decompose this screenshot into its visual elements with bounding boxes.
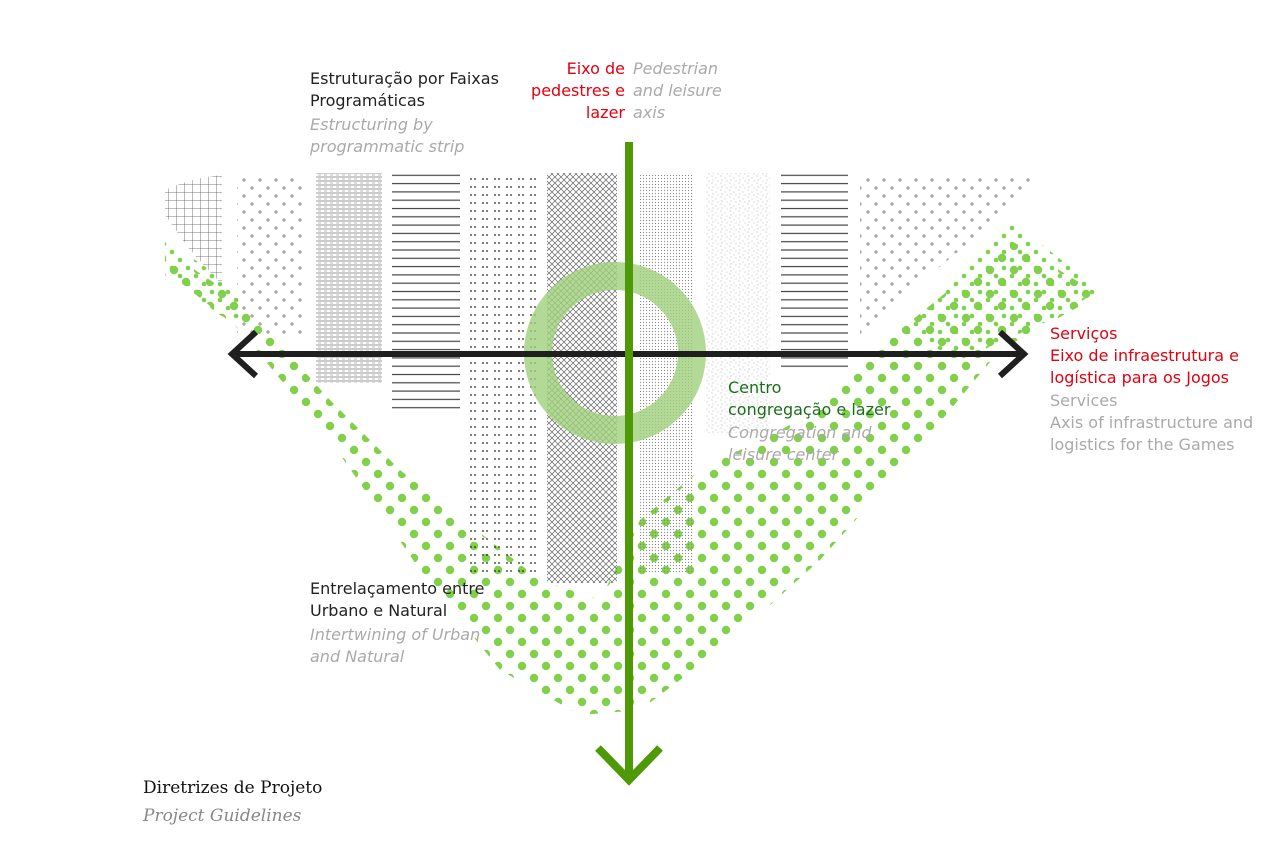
strip-crosshatch bbox=[547, 173, 617, 583]
strip-plus bbox=[237, 175, 303, 335]
strip-grid bbox=[165, 175, 222, 285]
natural-green-area-right bbox=[900, 220, 1100, 360]
natural-green-area-small bbox=[165, 240, 240, 330]
footer-title-pt: Diretrizes de Projeto bbox=[143, 778, 323, 798]
strip-stipple bbox=[706, 173, 770, 433]
strip-plus-right bbox=[860, 175, 1030, 345]
pedestrian-axis-arrow bbox=[595, 142, 663, 786]
footer-title-en: Project Guidelines bbox=[143, 806, 302, 826]
